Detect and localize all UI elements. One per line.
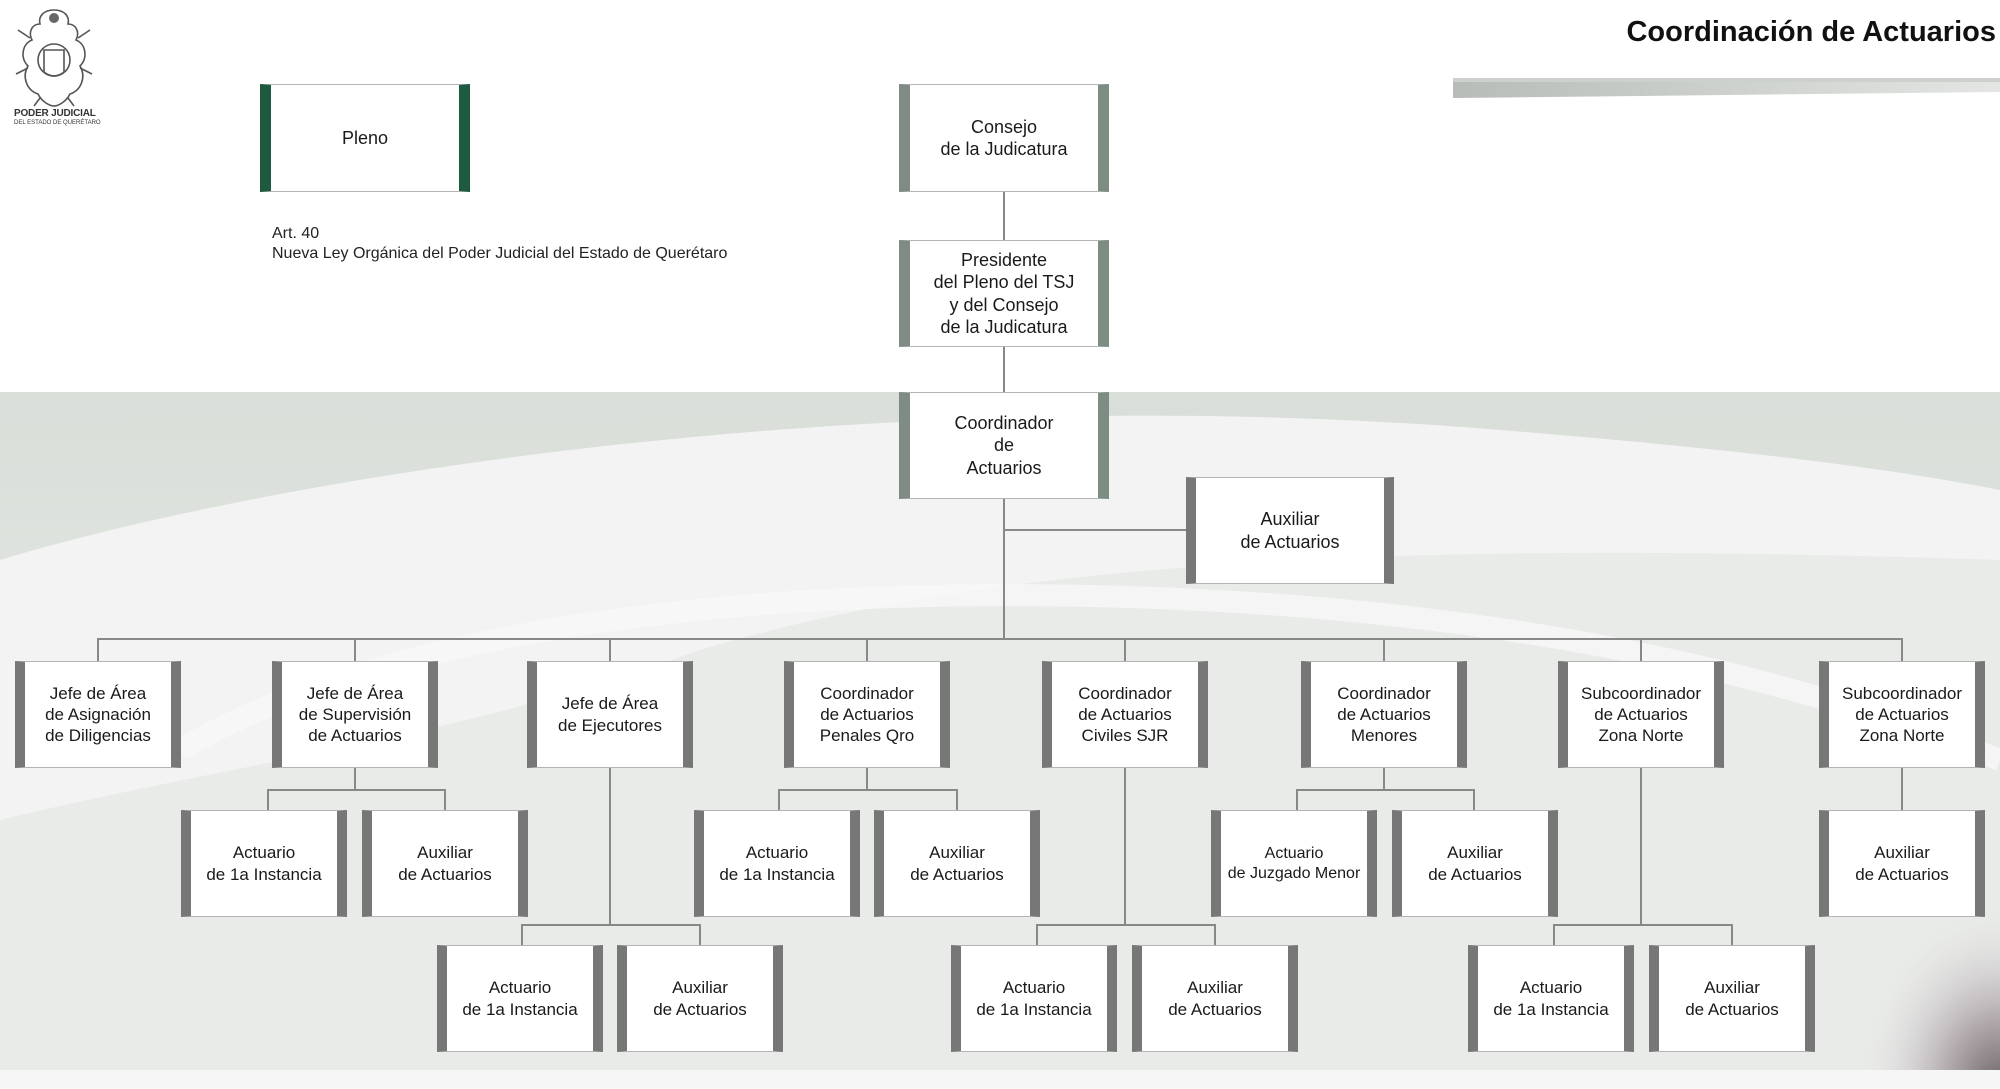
page-title: Coordinación de Actuarios [1626,16,1996,48]
node-subcoord2-auxiliar: Auxiliar de Actuarios [1819,810,1985,917]
node-subcoord-norte-1: Subcoordinador de Actuarios Zona Norte [1558,661,1724,768]
node-menores-auxiliar: Auxiliar de Actuarios [1392,810,1558,917]
node-menores-actuario: Actuario de Juzgado Menor [1211,810,1377,917]
node-subcoord1-actuario: Actuario de 1a Instancia [1468,945,1634,1052]
node-jefe-asignacion: Jefe de Área de Asignación de Diligencia… [15,661,181,768]
node-coord-civiles: Coordinador de Actuarios Civiles SJR [1042,661,1208,768]
node-jefe-ejecutores: Jefe de Área de Ejecutores [527,661,693,768]
node-auxiliar-actuarios-top: Auxiliar de Actuarios [1186,477,1394,584]
node-pleno: Pleno [260,84,470,192]
article-number: Art. 40 [272,225,320,242]
law-name: Nueva Ley Orgánica del Poder Judicial de… [272,245,728,262]
node-subcoord-norte-2: Subcoordinador de Actuarios Zona Norte [1819,661,1985,768]
legal-reference-note: Art. 40 Nueva Ley Orgánica del Poder Jud… [272,224,727,264]
node-coordinador-actuarios: Coordinador de Actuarios [899,392,1109,499]
logo-text: PODER JUDICIAL [14,108,96,119]
node-penales-auxiliar: Auxiliar de Actuarios [874,810,1040,917]
node-ejecutores-auxiliar: Auxiliar de Actuarios [617,945,783,1052]
node-supervision-actuario: Actuario de 1a Instancia [181,810,347,917]
node-jefe-supervision: Jefe de Área de Supervisión de Actuarios [272,661,438,768]
node-civiles-auxiliar: Auxiliar de Actuarios [1132,945,1298,1052]
node-coord-menores: Coordinador de Actuarios Menores [1301,661,1467,768]
node-coord-penales: Coordinador de Actuarios Penales Qro [784,661,950,768]
logo-subtext: DEL ESTADO DE QUERÉTARO [14,120,101,126]
title-underline-bar [1453,78,2000,98]
node-ejecutores-actuario: Actuario de 1a Instancia [437,945,603,1052]
node-subcoord1-auxiliar: Auxiliar de Actuarios [1649,945,1815,1052]
coat-of-arms-logo [15,9,93,107]
node-supervision-auxiliar: Auxiliar de Actuarios [362,810,528,917]
node-civiles-actuario: Actuario de 1a Instancia [951,945,1117,1052]
node-penales-actuario: Actuario de 1a Instancia [694,810,860,917]
node-consejo-judicatura: Consejo de la Judicatura [899,84,1109,192]
node-presidente: Presidente del Pleno del TSJ y del Conse… [899,240,1109,347]
